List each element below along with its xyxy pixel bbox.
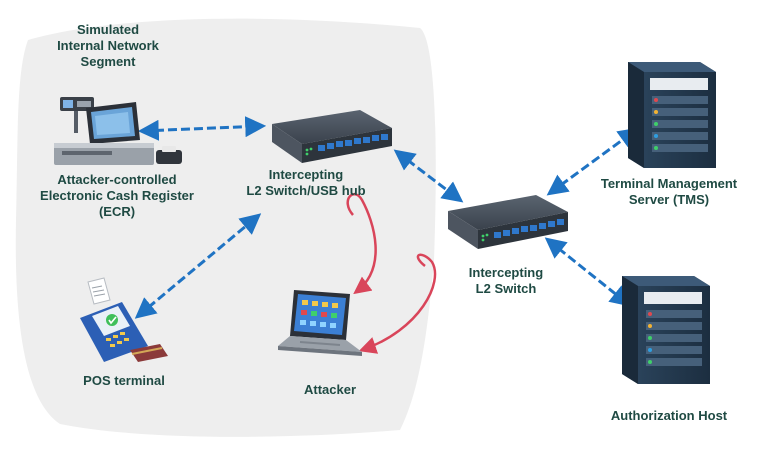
link-switch-tms	[546, 127, 640, 196]
authorization-server-icon	[622, 276, 710, 384]
link-ecr-switch	[137, 116, 267, 141]
switch-label-line1: Intercepting	[468, 265, 544, 280]
ecr-label-line1: Attacker-controlled	[57, 172, 177, 187]
authorization-host-label: Authorization Host	[610, 408, 728, 423]
attacker-label: Attacker	[303, 382, 357, 397]
switch-icon	[448, 195, 568, 249]
tms-label: Terminal Management Server (TMS)	[584, 176, 754, 208]
ecr-label: Attacker-controlled Electronic Cash Regi…	[22, 172, 212, 220]
switch-hub-label-line1: Intercepting	[268, 167, 344, 182]
tms-label-line1: Terminal Management	[600, 176, 738, 191]
switch-label: Intercepting L2 Switch	[446, 265, 566, 297]
switch-hub-icon	[272, 110, 392, 163]
link-switch-switch	[393, 149, 464, 203]
pos-terminal-icon	[80, 277, 168, 362]
segment-label-line3: Segment	[80, 54, 136, 69]
link-switch-auth	[544, 237, 632, 307]
switch-label-line2: L2 Switch	[475, 281, 537, 296]
switch-hub-label: Intercepting L2 Switch/USB hub	[226, 167, 386, 199]
tms-server-icon	[628, 62, 716, 168]
segment-label: Simulated Internal Network Segment	[38, 22, 178, 70]
ecr-label-line2: Electronic Cash Register	[40, 188, 194, 203]
segment-label-line2: Internal Network	[57, 38, 159, 53]
ecr-label-line3: (ECR)	[98, 204, 136, 219]
intercept-arrow-switch-to-attacker	[358, 253, 437, 354]
segment-label-line1: Simulated	[76, 22, 140, 37]
cash-register-icon	[54, 97, 182, 165]
link-pos-switch	[134, 213, 262, 319]
laptop-icon	[278, 290, 362, 356]
tms-label-line2: Server (TMS)	[628, 192, 710, 207]
switch-hub-label-line2: L2 Switch/USB hub	[246, 183, 366, 198]
pos-terminal-label: POS terminal	[83, 373, 165, 388]
intercept-arrow-hub-to-attacker	[346, 193, 377, 295]
